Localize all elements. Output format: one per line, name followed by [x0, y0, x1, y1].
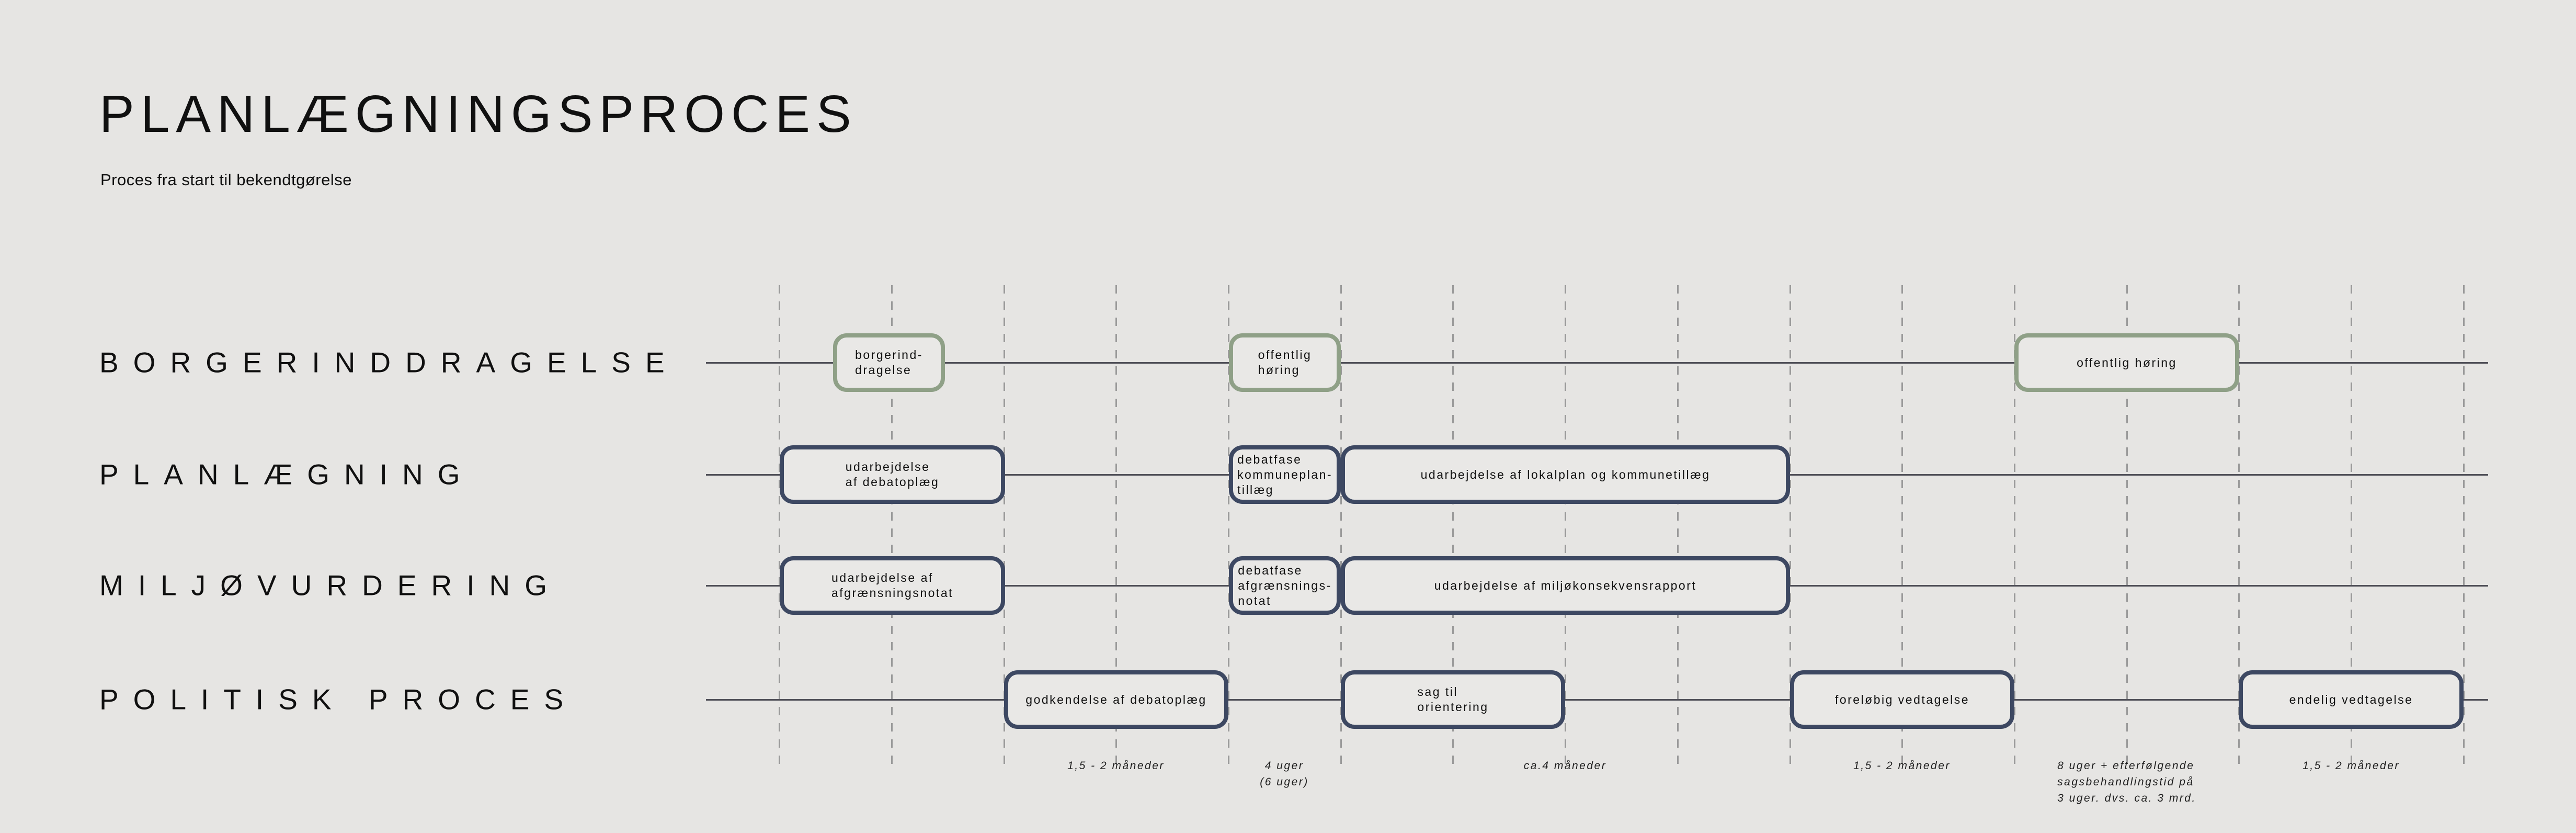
row-label-borgerinddragelse: BORGERINDDRAGELSE — [99, 346, 679, 379]
box-offentlig-hoering-2: offentlig høring — [2014, 333, 2239, 392]
page-subtitle: Proces fra start til bekendtgørelse — [100, 171, 352, 189]
duration-label-4: 1,5 - 2 måneder — [1853, 760, 1951, 772]
box-udarbejdelse-lokalplan: udarbejdelse af lokalplan og kommunetill… — [1341, 445, 1790, 504]
gridline — [1901, 285, 1903, 766]
gridline — [1565, 285, 1566, 766]
gridline — [891, 285, 893, 766]
duration-label-5: 8 uger + efterfølgende sagsbehandlingsti… — [2057, 760, 2196, 804]
box-offentlig-hoering-1: offentlig høring — [1229, 333, 1341, 392]
gridline — [2463, 285, 2465, 766]
gridline — [2014, 285, 2015, 766]
duration-label-3: ca.4 måneder — [1523, 760, 1607, 772]
box-debatfase-afgraensningsnotat-label: debatfase afgrænsnings- notat — [1238, 563, 1332, 607]
gridline — [2351, 285, 2352, 766]
gridline — [779, 285, 780, 766]
duration-label-1: 1,5 - 2 måneder — [1067, 760, 1165, 772]
box-borgerinddragelse: borgerind- dragelse — [833, 333, 945, 392]
box-sag-til-orientering-label: sag til orientering — [1417, 685, 1489, 714]
box-borgerinddragelse-label: borgerind- dragelse — [855, 348, 923, 377]
duration-label-6: 1,5 - 2 måneder — [2303, 760, 2400, 772]
gridline — [1452, 285, 1454, 766]
gridline — [1677, 285, 1679, 766]
box-udarbejdelse-afgraensningsnotat-label: udarbejdelse af afgrænsningsnotat — [831, 571, 953, 600]
box-debatfase-afgraensningsnotat: debatfase afgrænsnings- notat — [1229, 556, 1341, 615]
gridline — [1228, 285, 1229, 766]
gridline — [1340, 285, 1342, 766]
box-miljoekonsekvensrapport: udarbejdelse af miljøkonsekvensrapport — [1341, 556, 1790, 615]
box-sag-til-orientering: sag til orientering — [1341, 670, 1565, 729]
gridline — [2238, 285, 2240, 766]
box-foreloebig-vedtagelse-label: foreløbig vedtagelse — [1834, 692, 1970, 706]
box-udarbejdelse-afgraensningsnotat: udarbejdelse af afgrænsningsnotat — [780, 556, 1005, 615]
lane-axis-politisk-proces — [706, 699, 2488, 701]
box-udarbejdelse-lokalplan-label: udarbejdelse af lokalplan og kommunetill… — [1420, 467, 1711, 481]
page-title: PLANLÆGNINGSPROCES — [99, 85, 858, 143]
gridline — [1115, 285, 1117, 766]
box-endelig-vedtagelse: endelig vedtagelse — [2239, 670, 2464, 729]
row-label-miljoevurdering: MILJØVURDERING — [99, 569, 562, 602]
box-udarbejdelse-debatoplaeg: udarbejdelse af debatoplæg — [780, 445, 1005, 504]
box-debatfase-kommuneplantillaeg-label: debatfase kommuneplan- tillæg — [1237, 452, 1333, 497]
gridline — [2126, 285, 2128, 766]
gridline — [1004, 285, 1005, 766]
box-endelig-vedtagelse-label: endelig vedtagelse — [2289, 692, 2413, 706]
box-offentlig-hoering-1-label: offentlig høring — [1258, 348, 1312, 377]
gridline — [1789, 285, 1791, 766]
box-debatfase-kommuneplantillaeg: debatfase kommuneplan- tillæg — [1229, 445, 1341, 504]
box-foreloebig-vedtagelse: foreløbig vedtagelse — [1790, 670, 2014, 729]
lane-axis-borgerinddragelse — [706, 362, 2488, 364]
row-label-politisk-proces: POLITISK PROCES — [99, 683, 578, 716]
box-miljoekonsekvensrapport-label: udarbejdelse af miljøkonsekvensrapport — [1434, 578, 1697, 592]
row-label-planlaegning: PLANLÆGNING — [99, 458, 475, 491]
box-udarbejdelse-debatoplaeg-label: udarbejdelse af debatoplæg — [845, 460, 940, 489]
box-godkendelse-debatoplaeg-label: godkendelse af debatoplæg — [1025, 692, 1207, 706]
duration-label-2: 4 uger (6 uger) — [1260, 760, 1309, 788]
box-offentlig-hoering-2-label: offentlig høring — [2077, 355, 2177, 369]
box-godkendelse-debatoplaeg: godkendelse af debatoplæg — [1004, 670, 1228, 729]
